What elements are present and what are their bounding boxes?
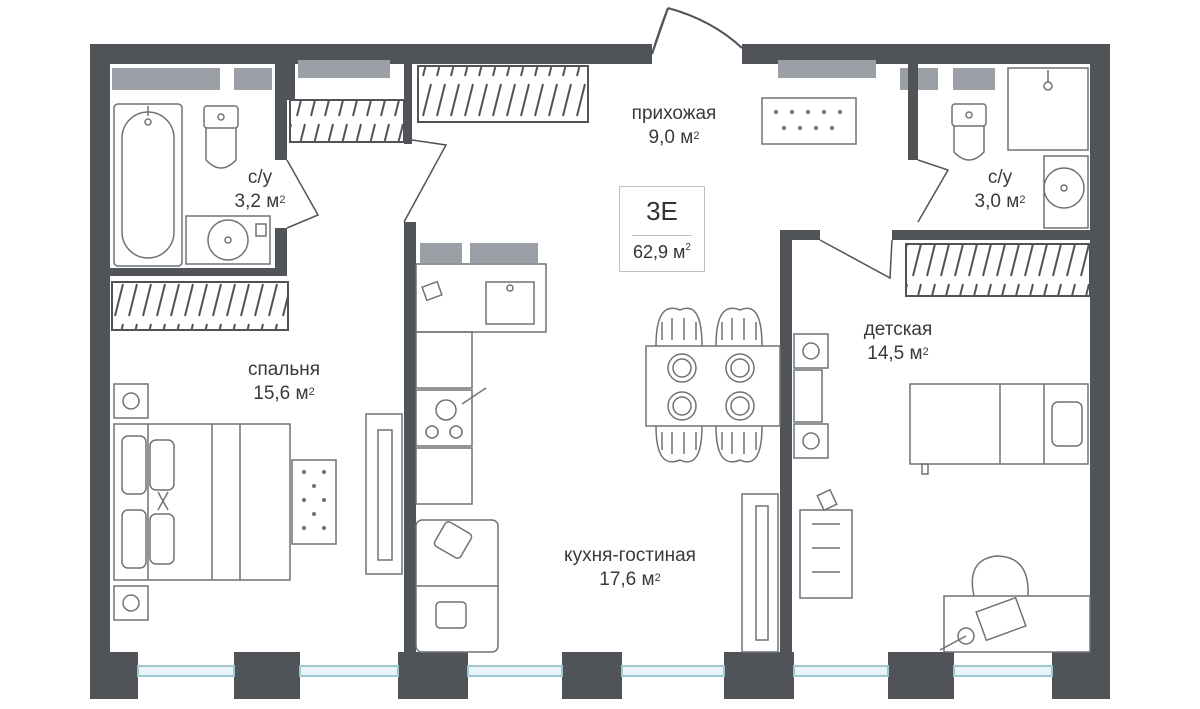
door-swings <box>286 139 950 280</box>
apartment-badge: 3E 62,9 м2 <box>619 186 705 272</box>
bottom-windows <box>137 665 1053 677</box>
nightstand-icon <box>113 383 149 621</box>
desk-icon <box>939 555 1091 653</box>
wardrobe-icon <box>111 65 1091 331</box>
room-area: 3,0 м2 <box>974 191 1026 212</box>
room-label-kids: детская 14,5 м2 <box>828 318 968 366</box>
room-name: спальня <box>247 359 321 380</box>
toilet-icon <box>203 105 239 169</box>
outer-walls <box>90 44 1110 699</box>
stove-icon <box>425 387 487 439</box>
room-label-hall: прихожая 9,0 м2 <box>604 102 744 150</box>
room-label-bedroom: спальня 15,6 м2 <box>214 358 354 406</box>
room-area: 15,6 м2 <box>253 383 315 404</box>
apartment-total-area: 62,9 м2 <box>633 242 691 262</box>
badge-divider <box>632 235 692 236</box>
chair-icon <box>655 307 763 463</box>
kitchen-counter <box>415 263 547 505</box>
room-area: 9,0 м2 <box>648 127 700 148</box>
room-label-bath-right: с/у 3,0 м2 <box>940 166 1060 214</box>
nightstand-icon <box>793 333 829 459</box>
rug-icon <box>291 459 337 545</box>
room-label-bath-left: с/у 3,2 м2 <box>200 166 320 214</box>
rug-icon <box>761 97 857 145</box>
room-area: 14,5 м2 <box>867 343 929 364</box>
room-name: кухня-гостиная <box>564 545 696 566</box>
room-name: с/у <box>987 167 1013 188</box>
sink-icon <box>185 215 271 265</box>
room-label-living: кухня-гостиная 17,6 м2 <box>530 544 730 592</box>
dining-table-icon <box>645 345 781 427</box>
toilet-icon <box>951 103 987 161</box>
apartment-code: 3E <box>646 196 678 226</box>
interior-walls <box>110 64 1090 652</box>
room-area: 3,2 м2 <box>234 191 286 212</box>
room-name: прихожая <box>631 103 717 124</box>
bed-icon <box>113 423 291 581</box>
shower-icon <box>1007 67 1089 151</box>
sofa-icon <box>415 519 499 653</box>
room-name: детская <box>863 319 933 340</box>
bed-icon <box>909 383 1089 475</box>
top-windows <box>112 60 995 263</box>
desk-icon <box>799 488 853 599</box>
room-area: 17,6 м2 <box>599 569 661 590</box>
entry-door <box>651 7 743 55</box>
room-name: с/у <box>247 167 273 188</box>
sink-icon <box>1043 155 1089 229</box>
bathtub-icon <box>113 103 183 267</box>
tv-icon <box>741 493 779 653</box>
tv-icon <box>365 413 403 575</box>
